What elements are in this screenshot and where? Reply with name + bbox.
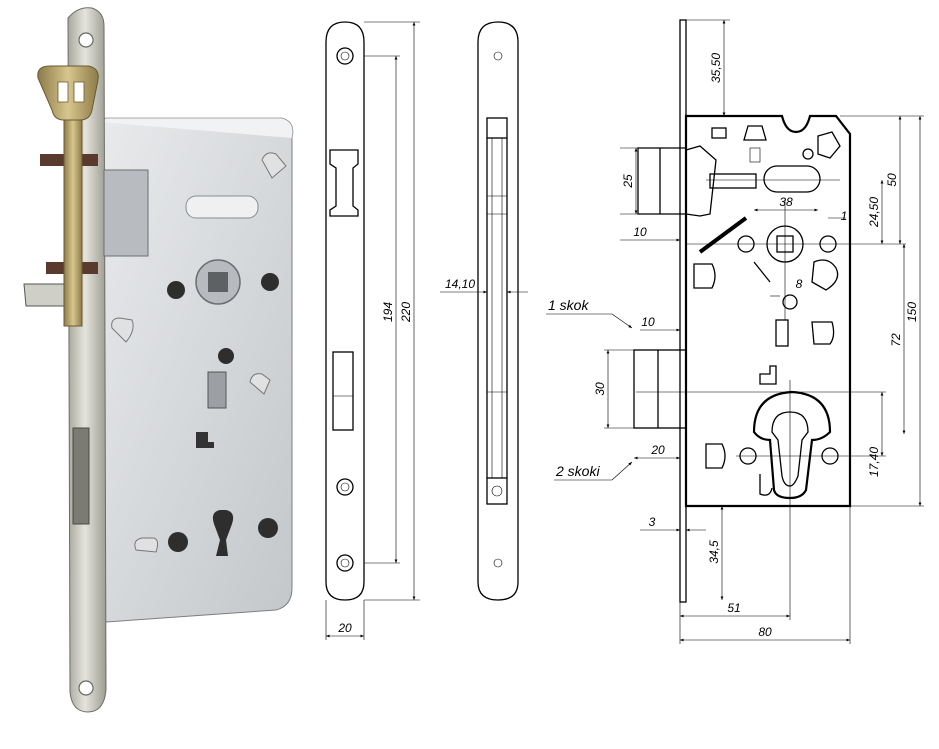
dim-72: 72 bbox=[889, 333, 903, 347]
key-photo bbox=[37, 65, 99, 327]
dim-30: 30 bbox=[593, 382, 607, 396]
side-view: 14,10 bbox=[440, 21, 528, 601]
deadbolt bbox=[633, 349, 687, 429]
dim-24-50: 24,50 bbox=[867, 197, 881, 228]
dim-1: 1 bbox=[841, 209, 848, 223]
label-2-skoki: 2 skoki bbox=[555, 463, 600, 479]
dim-25: 25 bbox=[621, 174, 635, 189]
dim-14-10: 14,10 bbox=[445, 277, 475, 291]
deadbolt-photo bbox=[72, 427, 90, 525]
dim-50: 50 bbox=[885, 173, 899, 187]
dim-194: 194 bbox=[381, 302, 395, 322]
cylinder-cutout bbox=[752, 390, 832, 500]
dim-10-deadbolt: 10 bbox=[641, 315, 655, 329]
screw-hole-bottom-photo bbox=[78, 680, 94, 696]
dim-20-deadbolt: 20 bbox=[650, 443, 665, 457]
dim-34-5: 34,5 bbox=[707, 540, 721, 564]
front-view: 194 220 20 bbox=[325, 21, 420, 640]
dim-20-front: 20 bbox=[337, 621, 352, 635]
dim-220: 220 bbox=[399, 302, 413, 323]
label-1-skok: 1 skok bbox=[548, 297, 589, 313]
lock-photo bbox=[23, 7, 294, 713]
dim-80: 80 bbox=[758, 625, 772, 639]
keyhole-photo bbox=[212, 510, 234, 556]
dim-51: 51 bbox=[727, 601, 740, 615]
dim-10-latch: 10 bbox=[633, 225, 647, 239]
dim-35-50: 35,50 bbox=[709, 53, 723, 83]
dim-17-40: 17,40 bbox=[867, 447, 881, 477]
dim-150: 150 bbox=[905, 302, 919, 322]
latch bbox=[637, 147, 687, 215]
dim-38: 38 bbox=[779, 195, 793, 209]
case-outline bbox=[684, 114, 852, 508]
main-view: 35,50 25 10 38 1 8 24,50 50 72 150 17,40… bbox=[546, 19, 924, 644]
dim-3: 3 bbox=[649, 515, 656, 529]
screw-hole-top-photo bbox=[78, 32, 94, 48]
dim-8: 8 bbox=[796, 277, 803, 291]
